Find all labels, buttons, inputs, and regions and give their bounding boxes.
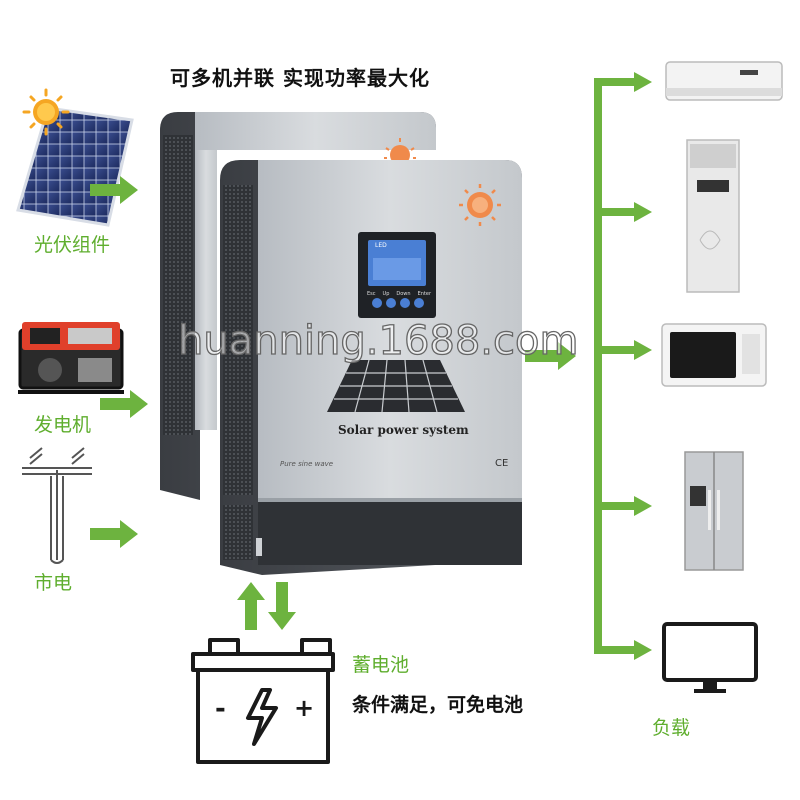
lcd-label: LED xyxy=(375,242,387,249)
utility-pole-icon xyxy=(22,447,92,564)
sun-logo-icon xyxy=(459,184,501,226)
solar-panel-icon xyxy=(16,88,134,227)
down-button[interactable]: Down xyxy=(396,291,411,297)
watermark: huanning.1688.com xyxy=(177,317,579,364)
solar-label: 光伏组件 xyxy=(34,234,111,256)
battery-label: 蓄电池 xyxy=(352,654,410,676)
panel-buttons xyxy=(372,298,424,308)
battery-icon xyxy=(191,638,335,764)
wave-text: Pure sine wave xyxy=(280,460,334,468)
brand-text: Solar power system xyxy=(338,423,469,437)
generator-icon xyxy=(18,322,124,394)
sun-icon xyxy=(22,88,70,136)
loads-label: 负载 xyxy=(652,717,691,739)
arrow-right-icon xyxy=(100,390,148,418)
arrow-right-icon xyxy=(525,342,576,370)
generator-label: 发电机 xyxy=(34,414,92,436)
monitor-icon xyxy=(662,622,758,693)
inverter-back xyxy=(160,112,436,500)
tower-ac-icon xyxy=(686,139,740,293)
esc-button[interactable]: Esc xyxy=(367,291,376,297)
arrow-down-icon xyxy=(268,582,296,630)
arrow-right-icon xyxy=(90,176,138,204)
load-bus xyxy=(594,72,652,660)
inverter-front xyxy=(220,160,522,575)
battery-minus: - xyxy=(215,694,226,724)
enter-button[interactable]: Enter xyxy=(417,291,431,297)
microwave-icon xyxy=(661,323,767,387)
up-button[interactable]: Up xyxy=(382,291,390,297)
panel-button-labels: Esc Up Down Enter xyxy=(367,291,431,297)
ce-mark: CE xyxy=(495,458,509,469)
battery-note: 条件满足，可免电池 xyxy=(352,694,524,716)
solar-grid-graphic xyxy=(327,359,465,413)
refrigerator-icon xyxy=(684,451,744,571)
battery-plus: + xyxy=(294,694,315,722)
arrow-up-icon xyxy=(237,582,265,630)
page-title: 可多机并联 实现功率最大化 xyxy=(170,66,430,90)
arrow-right-icon xyxy=(90,520,138,548)
air-conditioner-icon xyxy=(665,61,783,101)
grid-label: 市电 xyxy=(34,572,73,594)
